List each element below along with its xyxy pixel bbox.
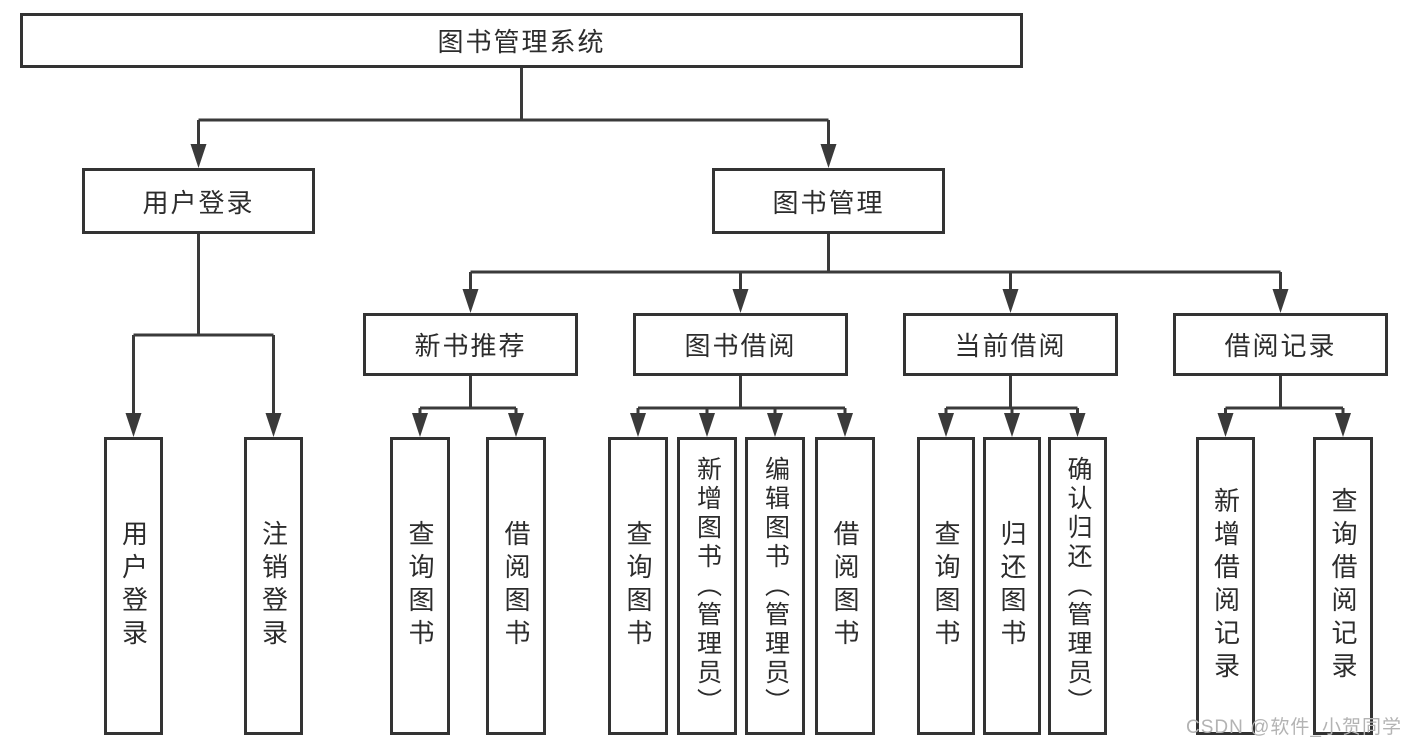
arrowhead-icon [630, 413, 646, 437]
leaf-borrow-books: 借阅图书 [486, 437, 546, 735]
node-current-borrow: 当前借阅 [903, 313, 1118, 376]
node-label: 新书推荐 [414, 331, 527, 361]
node-library-system: 图书管理系统 [20, 13, 1023, 68]
leaf-logout: 注销登录 [244, 437, 303, 735]
arrowhead-icon [125, 413, 142, 437]
node-label: 当前借阅 [954, 331, 1067, 361]
node-book-management: 图书管理 [712, 168, 945, 234]
node-user-login: 用户登录 [82, 168, 315, 234]
leaf-borrow-books: 借阅图书 [815, 437, 875, 735]
arrowhead-icon [699, 413, 715, 437]
leaf-label: 借阅图书 [830, 520, 860, 652]
leaf-label: 查询图书 [931, 520, 961, 652]
leaf-query-borrow-record: 查询借阅记录 [1313, 437, 1373, 735]
leaf-query-books: 查询图书 [917, 437, 975, 735]
arrowhead-icon [1002, 289, 1019, 313]
node-label: 图书管理系统 [437, 27, 606, 57]
arrowhead-icon [462, 289, 479, 313]
arrowhead-icon [412, 413, 428, 437]
arrowhead-icon [1272, 289, 1289, 313]
leaf-return-books: 归还图书 [983, 437, 1041, 735]
arrowhead-icon [1069, 413, 1086, 437]
leaf-label: 新增借阅记录 [1210, 487, 1241, 685]
leaf-confirm-return-admin: 确认归还（管理员） [1048, 437, 1107, 735]
node-label: 图书借阅 [684, 331, 797, 361]
arrowhead-icon [265, 413, 282, 437]
node-label: 借阅记录 [1224, 331, 1337, 361]
leaf-add-borrow-record: 新增借阅记录 [1196, 437, 1255, 735]
leaf-query-books: 查询图书 [608, 437, 668, 735]
arrowhead-icon [732, 289, 749, 313]
watermark: CSDN @软件_小贺同学 [1186, 717, 1402, 738]
leaf-label: 新增图书（管理员） [693, 455, 722, 717]
leaf-label: 借阅图书 [501, 520, 531, 652]
leaf-label: 查询借阅记录 [1328, 487, 1358, 685]
leaf-query-books: 查询图书 [390, 437, 450, 735]
leaf-label: 注销登录 [258, 520, 289, 652]
arrowhead-icon [1217, 413, 1234, 437]
node-label: 用户登录 [142, 187, 255, 218]
arrowhead-icon [1004, 413, 1020, 437]
leaf-label: 查询图书 [405, 520, 435, 652]
leaf-label: 确认归还（管理员） [1064, 455, 1092, 717]
leaf-label: 用户登录 [118, 520, 149, 652]
arrowhead-icon [1335, 413, 1351, 437]
arrowhead-icon [837, 413, 853, 437]
arrowhead-icon [190, 144, 207, 168]
leaf-user-login: 用户登录 [104, 437, 163, 735]
node-new-book-recommend: 新书推荐 [363, 313, 578, 376]
leaf-add-books-admin: 新增图书（管理员） [677, 437, 737, 735]
arrowhead-icon [767, 413, 783, 437]
leaf-label: 编辑图书（管理员） [761, 455, 790, 717]
node-label: 图书管理 [772, 187, 885, 218]
leaf-label: 归还图书 [997, 520, 1027, 652]
leaf-label: 查询图书 [623, 520, 653, 652]
leaf-edit-books-admin: 编辑图书（管理员） [745, 437, 805, 735]
node-book-borrow: 图书借阅 [633, 313, 848, 376]
node-borrow-records: 借阅记录 [1173, 313, 1388, 376]
arrowhead-icon [508, 413, 524, 437]
arrowhead-icon [938, 413, 954, 437]
arrowhead-icon [820, 144, 837, 168]
